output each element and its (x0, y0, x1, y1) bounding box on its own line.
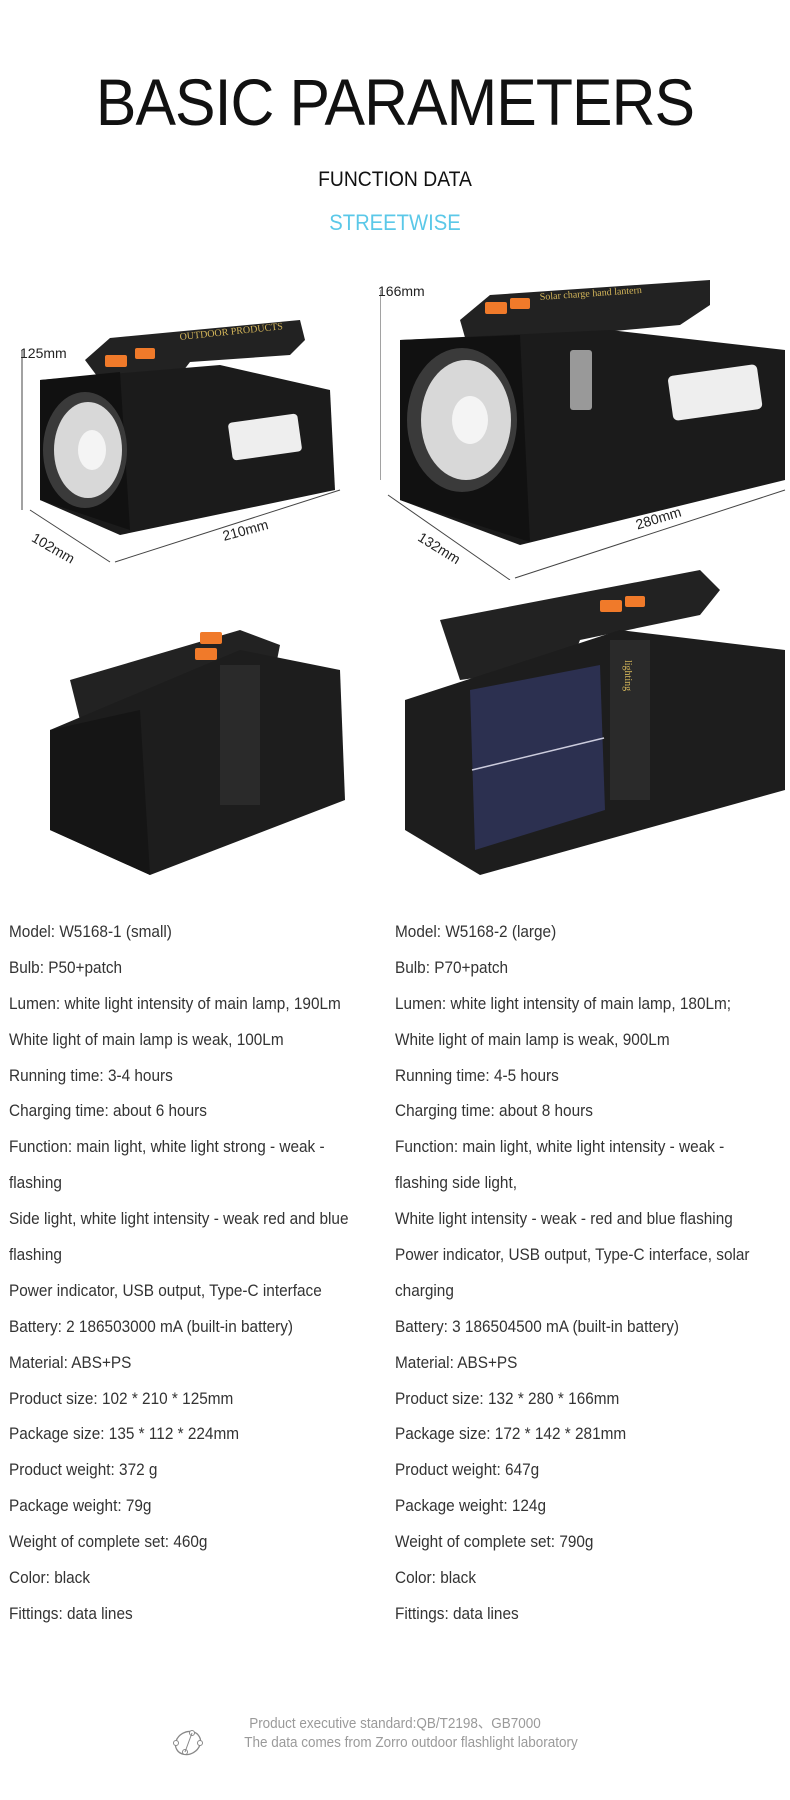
spec-line: Battery: 2 186503000 mA (built-in batter… (9, 1317, 294, 1336)
spec-line: Running time: 4-5 hours (395, 1066, 559, 1085)
spec-line: Function: main light, white light strong… (9, 1138, 325, 1157)
spec-line: charging (395, 1281, 454, 1300)
spec-line: Side light, white light intensity - weak… (9, 1210, 349, 1229)
spec-line: Charging time: about 6 hours (9, 1102, 207, 1121)
spec-line: Product size: 102 * 210 * 125mm (9, 1389, 234, 1408)
spec-line: Package weight: 124g (395, 1497, 547, 1516)
spec-line: White light of main lamp is weak, 100Lm (9, 1030, 284, 1049)
spec-line: Running time: 3-4 hours (9, 1066, 173, 1085)
spec-line: Fittings: data lines (395, 1604, 519, 1623)
page-title: BASIC PARAMETERS (95, 65, 695, 139)
spec-line: flashing (9, 1246, 62, 1265)
large-flashlight-dimension-image: Solar charge hand lantern (380, 280, 786, 580)
orbit-logo-icon (173, 1730, 203, 1756)
spec-line: Product weight: 372 g (9, 1461, 158, 1480)
spec-line: Model: W5168-2 (large) (395, 923, 557, 941)
spec-line: Bulb: P50+patch (9, 958, 123, 977)
small-flashlight-body: OUTDOOR PRODUCTS (40, 320, 335, 535)
spec-line: Product weight: 647g (395, 1461, 540, 1480)
spec-line: White light of main lamp is weak, 900Lm (395, 1030, 670, 1049)
spec-line: White light intensity - weak - red and b… (395, 1210, 733, 1229)
large-flashlight-body: Solar charge hand lantern (400, 280, 785, 545)
spec-line: Power indicator, USB output, Type-C inte… (395, 1246, 750, 1265)
spec-line: Lumen: white light intensity of main lam… (9, 994, 341, 1013)
spec-line: Bulb: P70+patch (395, 958, 509, 977)
small-flashlight-back-image (50, 630, 345, 875)
section-subtitle: FUNCTION DATA (318, 168, 472, 191)
spec-line: Model: W5168-1 (small) (9, 923, 172, 941)
spec-line: Package size: 172 * 142 * 281mm (395, 1425, 627, 1444)
small-flashlight-dimension-image: OUTDOOR PRODUCTS (21, 320, 341, 563)
spec-line: Package size: 135 * 112 * 224mm (9, 1425, 240, 1444)
spec-line: Function: main light, white light intens… (395, 1138, 725, 1157)
footer-standard: Product executive standard:QB/T2198、GB70… (249, 1716, 541, 1732)
spec-line: Product size: 132 * 280 * 166mm (395, 1389, 620, 1408)
large-side-text: lighting (622, 660, 633, 691)
spec-line: Lumen: white light intensity of main lam… (395, 994, 732, 1013)
spec-line: Weight of complete set: 460g (9, 1533, 208, 1552)
spec-line: Color: black (395, 1569, 477, 1588)
large-flashlight-solar-image: lighting (405, 570, 785, 875)
spec-line: Material: ABS+PS (9, 1353, 132, 1372)
spec-line: Package weight: 79g (9, 1497, 152, 1516)
large-model-specs: Model: W5168-2 (large) Bulb: P70+patch L… (395, 916, 776, 1634)
spec-line: flashing side light, (395, 1174, 517, 1193)
small-height-label: 125mm (20, 345, 67, 361)
spec-line: Material: ABS+PS (395, 1353, 518, 1372)
brand-name: STREETWISE (329, 210, 461, 235)
spec-line: Color: black (9, 1569, 91, 1588)
spec-line: flashing (9, 1174, 62, 1193)
spec-line: Power indicator, USB output, Type-C inte… (9, 1281, 322, 1300)
spec-line: Battery: 3 186504500 mA (built-in batter… (395, 1317, 680, 1336)
spec-line: Weight of complete set: 790g (395, 1533, 594, 1552)
large-height-label: 166mm (378, 283, 425, 299)
small-model-specs: Model: W5168-1 (small) Bulb: P50+patch L… (9, 916, 374, 1634)
spec-line: Fittings: data lines (9, 1604, 133, 1623)
spec-line: Charging time: about 8 hours (395, 1102, 593, 1121)
footer-source: The data comes from Zorro outdoor flashl… (244, 1735, 578, 1751)
